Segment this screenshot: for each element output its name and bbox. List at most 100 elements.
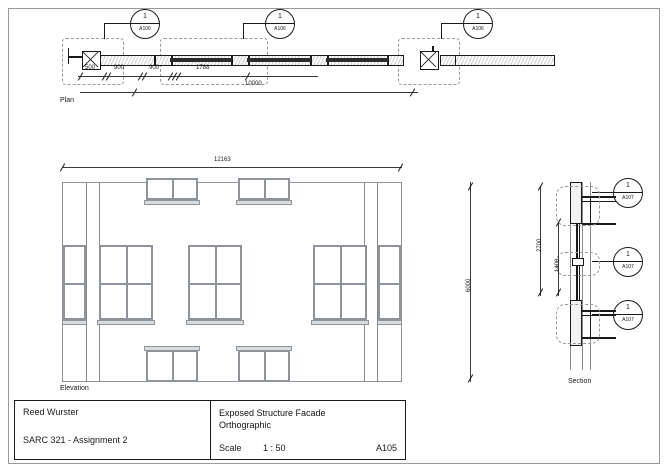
section-dim-value-2700: 2700 (537, 238, 543, 252)
title-block-info-cell: Exposed Structure Facade Orthographic Sc… (211, 401, 405, 459)
section-callout-1[interactable]: 1 A107 (613, 178, 643, 208)
window-mullion-horizontal (65, 283, 84, 285)
elevation-height-dim-value: 6000 (466, 278, 472, 292)
window-mullion-horizontal (101, 283, 151, 285)
plan-wall-segment-8 (388, 55, 404, 66)
plan-view-label: Plan (60, 97, 75, 104)
plan-column-left (82, 51, 101, 70)
section-detail-extent-2 (556, 252, 600, 276)
window-mullion-vertical (172, 352, 174, 380)
plan-callout-1[interactable]: 1 A106 (130, 9, 160, 39)
elevation-sill-top-1 (144, 200, 200, 205)
callout-divider (464, 23, 492, 24)
window-mullion-vertical (340, 247, 342, 318)
plan-callout-2[interactable]: 1 A106 (265, 9, 295, 39)
window-mullion-vertical (264, 180, 266, 198)
plan-column-right (420, 51, 439, 70)
column-x-brace-icon (421, 52, 436, 67)
callout-sheet-number: A106 (139, 26, 151, 32)
plan-dim-value-900-b: 900 (149, 65, 160, 71)
window-mullion-vertical (215, 247, 217, 318)
elevation-sill-mid-edge-left (62, 320, 87, 325)
elevation-view: 12163 6000 (0, 150, 500, 395)
elevation-window-top-1 (146, 178, 198, 200)
plan-callout-leader-3b (441, 23, 442, 39)
plan-callout-leader-1 (104, 23, 130, 24)
section-wall-line-outer (570, 182, 571, 370)
plan-callout-leader-2 (243, 23, 265, 24)
section-leader-2 (592, 261, 613, 262)
elevation-height-dim-line (470, 182, 471, 382)
sheet-border (8, 8, 660, 464)
section-dim-line-1400 (558, 222, 559, 296)
elevation-window-mid-edge-right (378, 245, 401, 320)
drawing-title-line-2: Orthographic (219, 420, 272, 430)
elevation-facade-outline (62, 182, 402, 382)
plan-glazing-line-2 (247, 58, 311, 62)
plan-overall-dim-line (80, 92, 418, 93)
plan-stub-wall-left (68, 56, 82, 58)
elevation-sill-mid-2 (186, 320, 244, 325)
elevation-window-mid-edge-left (63, 245, 86, 320)
section-detail-extent-3 (556, 304, 600, 344)
callout-detail-number: 1 (626, 182, 630, 189)
elevation-width-dim-line (62, 167, 402, 168)
section-slab-rib-top (590, 196, 591, 224)
window-mullion-horizontal (190, 283, 240, 285)
section-dim-value-1400: 1400 (555, 258, 561, 272)
window-mullion-horizontal (380, 283, 399, 285)
scale-label: Scale (219, 443, 242, 453)
title-block-author-cell: Reed Wurster SARC 321 - Assignment 2 (15, 401, 211, 459)
plan-glazing-line-1 (170, 58, 232, 62)
plan-dim-value-900-a: 900 (114, 65, 125, 71)
section-leader-3 (592, 314, 613, 315)
window-mullion-vertical (172, 180, 174, 198)
section-wall-line-back (590, 182, 591, 370)
callout-sheet-number: A107 (622, 317, 634, 323)
section-slab-rib-bot (590, 310, 591, 338)
elevation-window-mid-3 (313, 245, 367, 320)
elevation-window-mid-2 (188, 245, 242, 320)
callout-detail-number: 1 (626, 251, 630, 258)
drawing-title-line-1: Exposed Structure Facade (219, 408, 326, 418)
elevation-sill-mid-edge-right (377, 320, 402, 325)
elevation-pier-line-1 (86, 182, 87, 382)
plan-dim-value-1788: 1788 (196, 65, 210, 71)
callout-divider (614, 261, 642, 262)
plan-overall-dim-value: 10000 (245, 81, 262, 87)
scale-value: 1 : 50 (263, 443, 286, 453)
sheet-number: A105 (375, 443, 397, 453)
plan-dim-line (78, 76, 318, 77)
section-dim-line-2700 (540, 186, 541, 296)
section-mid-connection (572, 258, 584, 266)
plan-view: 1 A106 1 A106 1 A106 (0, 0, 670, 120)
elevation-sill-top-2 (236, 200, 292, 205)
elevation-pier-line-4 (377, 182, 378, 382)
plan-glazing-line-3 (326, 58, 388, 62)
section-wall-line-inner (582, 182, 583, 370)
window-mullion-horizontal (315, 283, 365, 285)
plan-grid-left (68, 48, 69, 64)
elevation-window-bottom-1 (146, 350, 198, 382)
callout-divider (131, 23, 159, 24)
section-leader-1 (592, 192, 613, 193)
plan-dim-value-500: 500 (85, 65, 96, 71)
plan-callout-3[interactable]: 1 A106 (463, 9, 493, 39)
author-name: Reed Wurster (23, 407, 79, 417)
section-callout-3[interactable]: 1 A107 (613, 300, 643, 330)
section-view: 1 A107 1 A107 1 A107 (520, 170, 670, 400)
elevation-view-label: Elevation (60, 385, 89, 392)
section-view-label: Section (568, 378, 592, 385)
callout-detail-number: 1 (278, 13, 282, 20)
section-slab-edge-top-3 (582, 223, 616, 225)
elevation-sill-mid-3 (311, 320, 369, 325)
section-callout-2[interactable]: 1 A107 (613, 247, 643, 277)
section-concrete-slab-top (570, 182, 582, 224)
scale-row: Scale 1 : 50 A105 (219, 443, 397, 453)
callout-sheet-number: A107 (622, 264, 634, 270)
plan-wall-segment-10 (455, 55, 555, 66)
callout-divider (614, 192, 642, 193)
callout-divider (266, 23, 294, 24)
callout-divider (614, 314, 642, 315)
column-x-brace-icon (83, 52, 98, 67)
